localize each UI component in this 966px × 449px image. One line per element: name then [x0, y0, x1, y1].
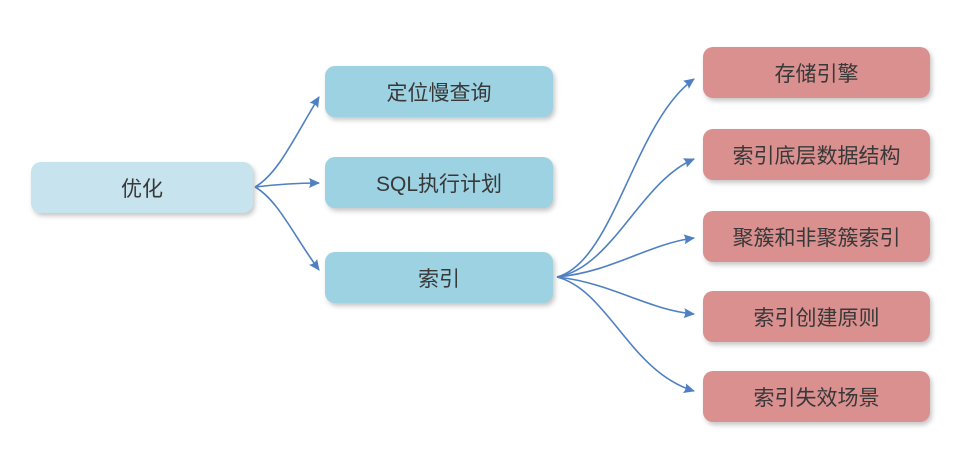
node-optimization[interactable]: 优化: [31, 162, 253, 213]
edge-index-to-data-structure: [556, 158, 695, 278]
node-clustered-and-nonclustered-index[interactable]: 聚簇和非聚簇索引: [703, 211, 930, 262]
node-sql-execution-plan[interactable]: SQL执行计划: [325, 157, 553, 208]
node-index[interactable]: 索引: [325, 252, 553, 303]
edge-root-to-slow-query: [254, 96, 320, 188]
node-index-creation-principles[interactable]: 索引创建原则: [703, 291, 930, 342]
node-storage-engine[interactable]: 存储引擎: [703, 47, 930, 98]
edge-index-to-failure-scenarios: [556, 276, 695, 393]
node-locate-slow-query[interactable]: 定位慢查询: [325, 66, 553, 117]
edge-root-to-sql-plan: [254, 178, 320, 189]
edge-root-to-index: [254, 186, 320, 271]
node-index-underlying-data-structure[interactable]: 索引底层数据结构: [703, 129, 930, 180]
node-index-failure-scenarios[interactable]: 索引失效场景: [703, 371, 930, 422]
edge-index-to-storage-engine: [556, 78, 695, 278]
edge-index-to-clustered: [556, 234, 695, 278]
edge-index-to-creation-principles: [556, 276, 695, 319]
